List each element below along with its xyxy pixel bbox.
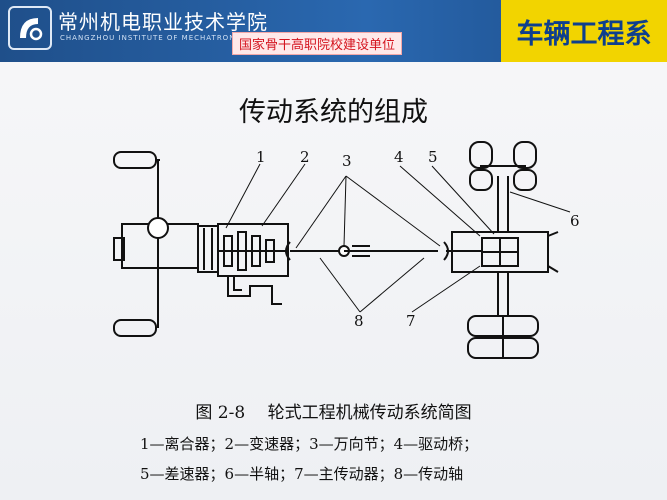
tagline-badge: 国家骨干高职院校建设单位 — [232, 32, 403, 55]
callout-8: 8 — [354, 312, 364, 330]
figure-legend-line-2: 5—差速器；6—半轴；7—主传动器；8—传动轴 — [140, 465, 464, 483]
school-logo-icon — [8, 6, 52, 50]
callout-1: 1 — [256, 148, 266, 166]
front-left-wheel — [113, 151, 157, 169]
figure-legend-line-1: 1—离合器；2—变速器；3—万向节；4—驱动桥； — [140, 435, 479, 453]
slide-title: 传动系统的组成 — [239, 97, 428, 128]
callout-5: 5 — [428, 148, 438, 166]
callout-6: 6 — [570, 212, 580, 230]
callout-3: 3 — [342, 152, 352, 170]
department-label: 车辆工程系 — [501, 0, 667, 62]
rear-left-wheel-outer — [469, 141, 493, 169]
callout-2: 2 — [300, 148, 310, 166]
front-right-wheel — [113, 319, 157, 337]
figure-caption: 图 2-8 轮式工程机械传动系统简图 — [195, 403, 472, 423]
school-name-english: CHANGZHOU INSTITUTE OF MECHATRONIC TECHN… — [60, 34, 306, 42]
callout-4: 4 — [394, 148, 404, 166]
school-name: 常州机电职业技术学院 — [58, 10, 268, 34]
drivetrain-diagram: 1 2 3 4 5 6 7 8 — [113, 141, 580, 359]
u-joint-front — [285, 241, 291, 261]
clutch-housing — [197, 225, 219, 273]
callout-7: 7 — [406, 312, 416, 330]
header-bar: 常州机电职业技术学院 CHANGZHOU INSTITUTE OF MECHAT… — [0, 0, 667, 62]
